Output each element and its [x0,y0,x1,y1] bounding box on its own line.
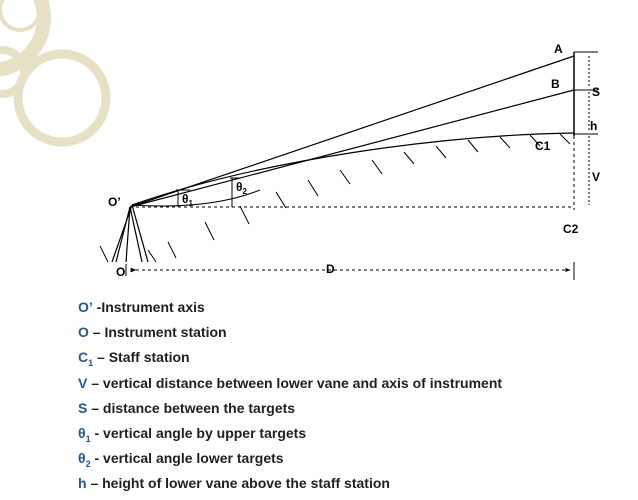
legend-item: O’ -Instrument axis [78,299,205,315]
ground-hatching [99,133,571,263]
label-theta2: θ2 [236,180,248,196]
label-d: D [326,262,335,276]
legend-item: O – Instrument station [78,324,227,341]
decor-ring-2 [13,49,111,147]
decor-ring-4 [0,0,42,32]
label-c2: C2 [563,222,579,236]
slide: A B S h C1 V C2 O’ O D θ1 θ2 O’ -Instrum… [0,0,600,491]
sight-line-upper [129,55,575,208]
sight-line-lower [129,89,575,208]
label-h: h [590,119,597,133]
label-o-prime: O’ [108,195,121,209]
legend-item: V – vertical distance between lower vane… [78,374,503,391]
legend: O’ -Instrument axis O – Instrument stati… [78,298,502,500]
tacheometry-diagram: A B S h C1 V C2 O’ O D θ1 θ2 [99,42,600,280]
lower-slope [131,204,149,263]
legend-item: C1 – Staff station [78,349,190,369]
label-c1: C1 [535,139,551,153]
label-b: B [551,77,560,91]
legend-item: S – distance between the targets [78,399,296,416]
label-v: V [592,170,600,184]
legend-item: h – height of lower vane above the staff… [78,475,390,492]
decor-ring-3 [0,46,28,98]
instrument-tripod [115,206,143,263]
label-theta1: θ1 [182,192,194,208]
decorative-rings [0,0,111,147]
decor-ring-1 [0,0,51,77]
ground-profile-lower [131,189,261,207]
legend-item: θ1 - vertical angle by upper targets [78,425,307,444]
label-a: A [554,42,563,56]
legend-item: θ2 - vertical angle lower targets [78,450,284,470]
ground-profile [131,132,575,206]
label-o: O [116,265,125,279]
label-s: S [592,85,600,99]
